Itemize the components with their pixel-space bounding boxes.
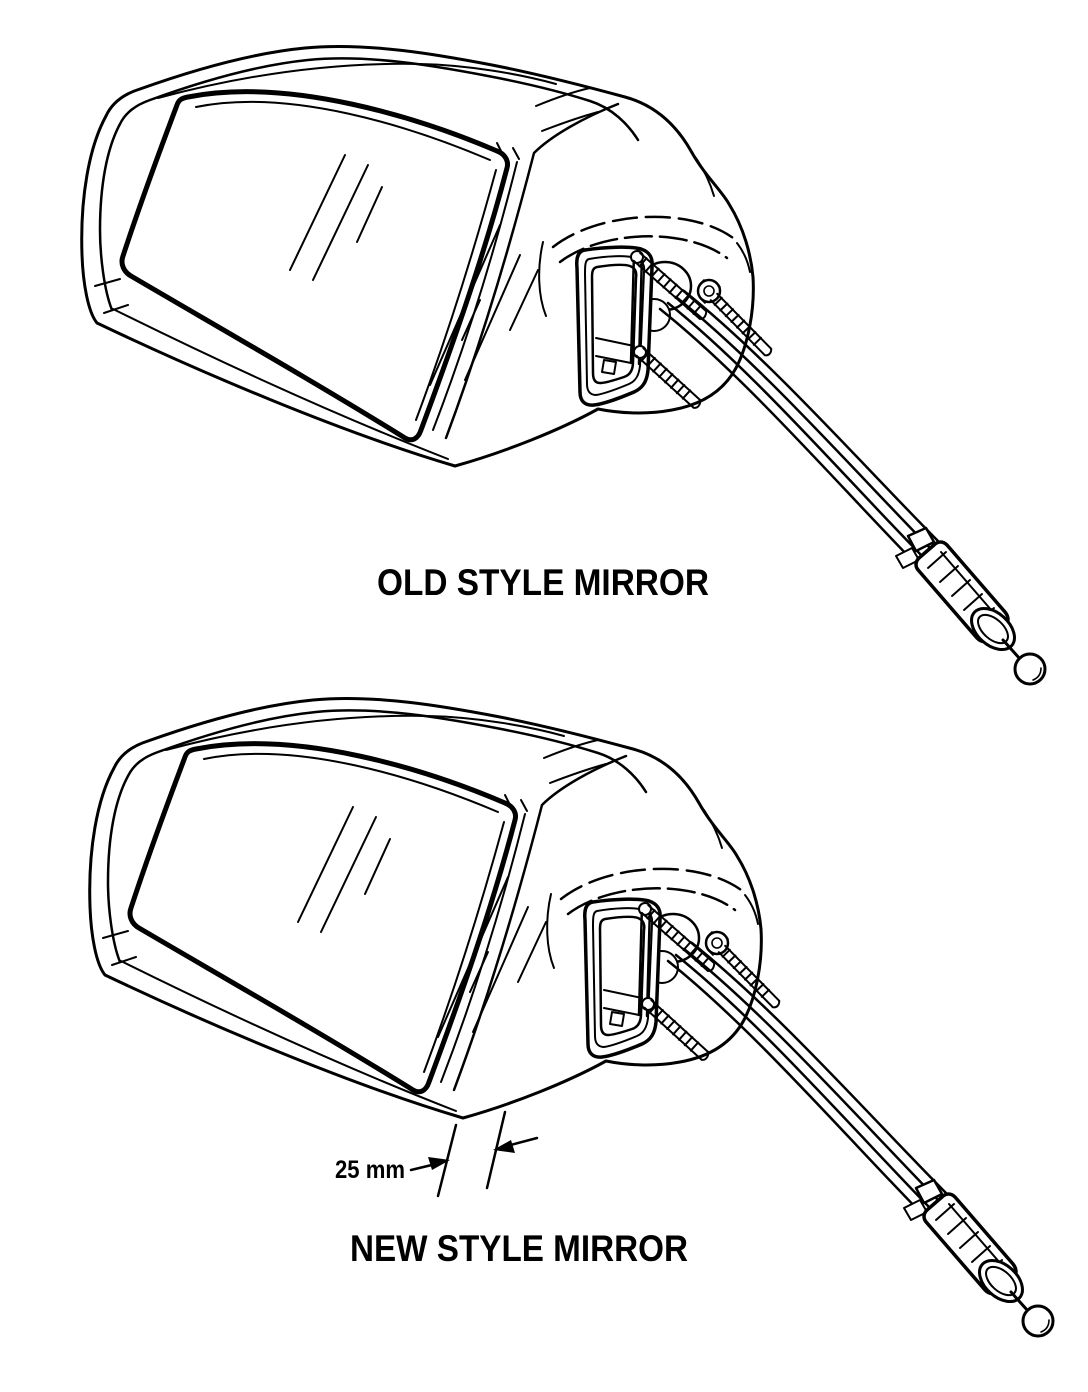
dimension-witness-lines (436, 1110, 507, 1198)
new-style-mirror-label: NEW STYLE MIRROR (350, 1228, 688, 1269)
new-style-mirror-figure: 25 mm NEW STYLE MIRROR (90, 698, 1053, 1336)
old-style-mirror-figure: OLD STYLE MIRROR (82, 46, 1045, 684)
old-style-mirror-label: OLD STYLE MIRROR (377, 562, 709, 603)
dimension-arrowhead-left (428, 1157, 450, 1170)
dimension-text: 25 mm (335, 1156, 405, 1184)
dimension-callout-25mm: 25 mm (335, 1110, 539, 1198)
dimension-arrowhead-right (493, 1140, 515, 1153)
